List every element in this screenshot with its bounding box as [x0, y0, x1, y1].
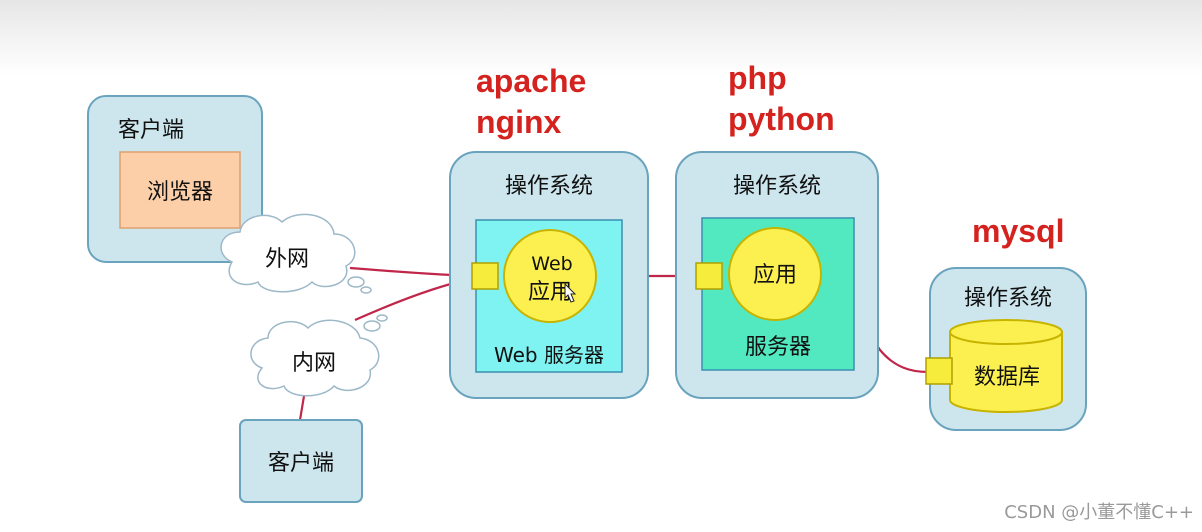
client-top-title: 客户端 [118, 118, 184, 143]
app-circle [728, 227, 822, 321]
web-os-label: 操作系统 [505, 174, 593, 199]
web-server-label: Web 服务器 [494, 343, 604, 367]
web-server-os-box: 操作系统 Web 应用 Web 服务器 [449, 151, 649, 399]
client-top-box: 客户端 浏览器 [87, 95, 263, 263]
database-cylinder-icon [949, 319, 1063, 413]
annotation-mysql: mysql [972, 213, 1064, 249]
db-server-os-box: 操作系统 数据库 [925, 267, 1087, 431]
watermark: CSDN @小董不懂C++ [1004, 502, 1194, 523]
annotation-python: python [728, 101, 835, 137]
app-server-label: 服务器 [745, 335, 811, 360]
app-server-os-box: 操作系统 应用 服务器 [675, 151, 879, 399]
app-os-label: 操作系统 [733, 174, 821, 199]
db-os-label: 操作系统 [964, 286, 1052, 311]
top-gradient-band [0, 0, 1202, 75]
app-port [695, 262, 723, 290]
annotation-apache: apache [476, 63, 586, 99]
cloud-internal-label: 内网 [292, 351, 336, 376]
browser-label: 浏览器 [147, 180, 213, 205]
web-app-circle [503, 229, 597, 323]
app-label: 应用 [753, 263, 797, 288]
annotation-php: php [728, 60, 787, 96]
db-port [925, 357, 953, 385]
cloud-internal: 内网 [250, 314, 388, 397]
db-label: 数据库 [974, 365, 1040, 390]
browser-box [119, 151, 241, 229]
client-bottom-label: 客户端 [268, 451, 334, 476]
cloud-external: 外网 [220, 213, 372, 294]
client-bottom-box: 客户端 [239, 419, 363, 503]
cursor-hand-icon [564, 282, 577, 303]
annotation-nginx: nginx [476, 104, 562, 140]
web-app-line1: Web [531, 253, 572, 275]
web-app-port [471, 262, 499, 290]
cloud-external-label: 外网 [265, 247, 309, 272]
